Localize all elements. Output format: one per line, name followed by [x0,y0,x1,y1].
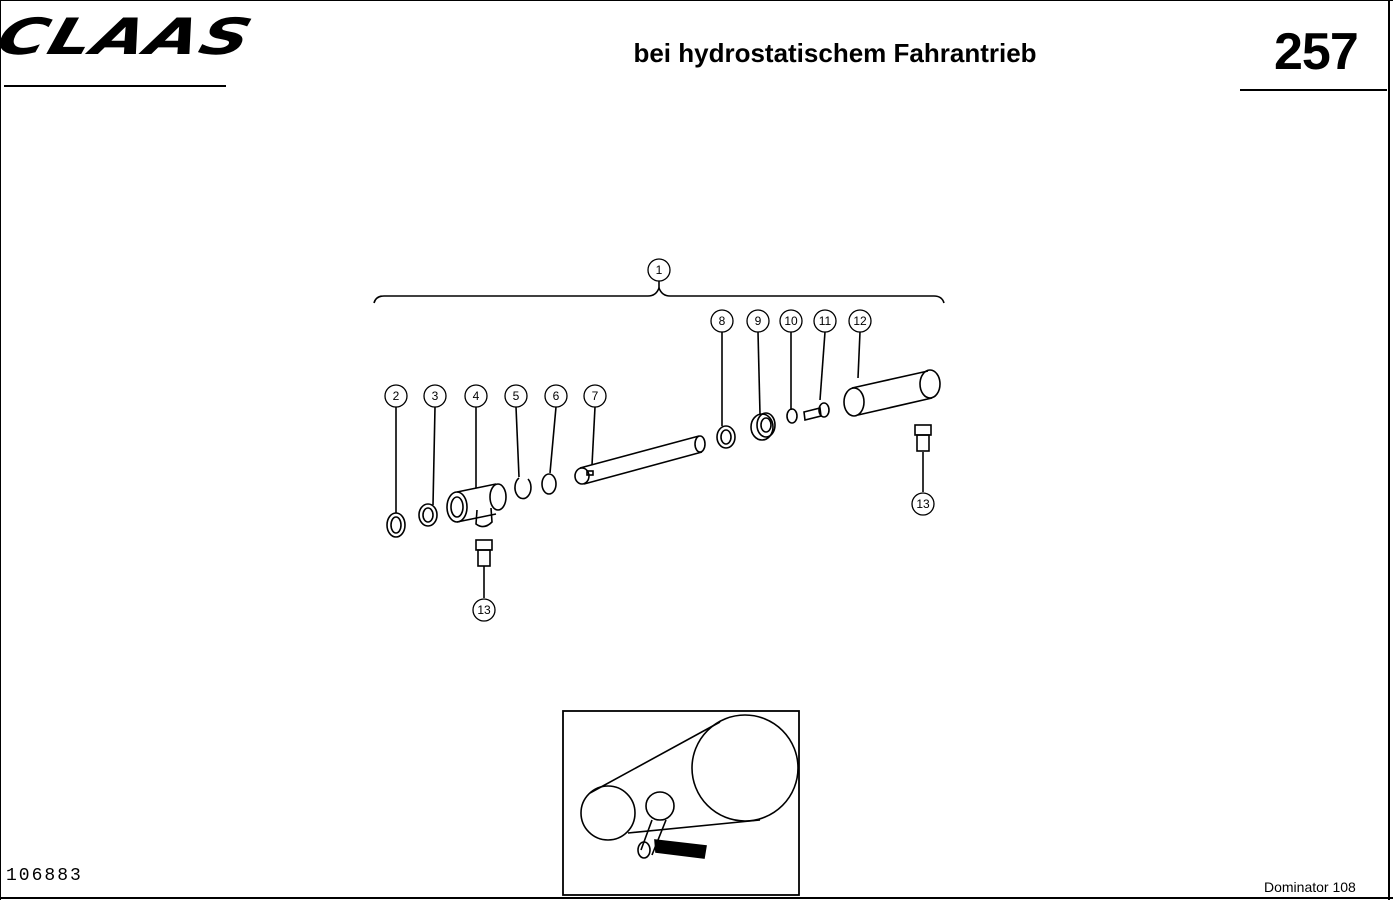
callout-circle-2 [384,384,408,408]
part-11-bolt [803,402,830,421]
callout-label-10: 10 [784,314,798,328]
part-13-grease-nipple-left [475,539,493,567]
callout-circle-10 [779,309,803,333]
callout-circle-12 [848,309,872,333]
part-3-ring [418,503,438,527]
assembly-bracket [373,285,945,304]
leader-line-12 [857,331,861,379]
callout-label-12: 12 [853,314,867,328]
callout-circle-4 [464,384,488,408]
callout-label-5: 5 [513,389,520,403]
callout-label-3: 3 [432,389,439,403]
leader-line-7 [591,406,596,466]
leader-line-3 [432,406,436,506]
leader-line-6 [549,406,557,474]
page-border-bottom [0,897,1393,899]
machine-model: Dominator 108 [1264,879,1356,895]
callout-label-8: 8 [719,314,726,328]
page-number-underline [1240,89,1387,91]
callout-label-9: 9 [755,314,762,328]
callout-circle-9 [746,309,770,333]
callout-label-1: 1 [656,263,663,277]
callout-circle-13b [911,492,935,516]
part-13-grease-nipple-right [914,424,932,452]
drawing-number: 106883 [6,866,83,886]
logo-underline [4,85,226,87]
page-border-left [0,0,1,900]
part-5-circlip [514,477,532,500]
part-12-sleeve [843,369,941,417]
callout-circle-5 [504,384,528,408]
leader-line-5 [515,406,520,478]
leader-line-11 [819,331,826,401]
location-inset-belt-drive [580,714,799,859]
callout-circle-6 [544,384,568,408]
callout-label-4: 4 [473,389,480,403]
callout-label-6: 6 [553,389,560,403]
page-number: 257 [1274,23,1359,81]
page-border-top [0,0,1393,1]
part-2-ring [386,512,406,538]
callout-label-11: 11 [819,314,832,328]
part-6-o-ring [541,473,557,495]
callout-circle-3 [423,384,447,408]
part-4-tee-fitting [446,483,507,528]
callout-circle-13a [472,598,496,622]
callout-label-2: 2 [393,389,400,403]
callout-label-13b: 13 [916,497,930,511]
callout-circle-11 [813,309,837,333]
page-border-right [1388,0,1390,900]
part-8-bearing [716,425,736,449]
part-9-seal [750,412,776,441]
callout-circle-7 [583,384,607,408]
part-10-washer [786,408,798,424]
leader-line-9 [757,331,761,415]
callout-label-7: 7 [592,389,599,403]
callout-circle-1 [647,258,671,282]
callout-label-13a: 13 [477,603,491,617]
page-title: bei hydrostatischem Fahrantrieb [633,38,1037,68]
location-inset-frame [562,710,800,896]
part-7-shaft [574,435,706,485]
callout-circle-8 [710,309,734,333]
